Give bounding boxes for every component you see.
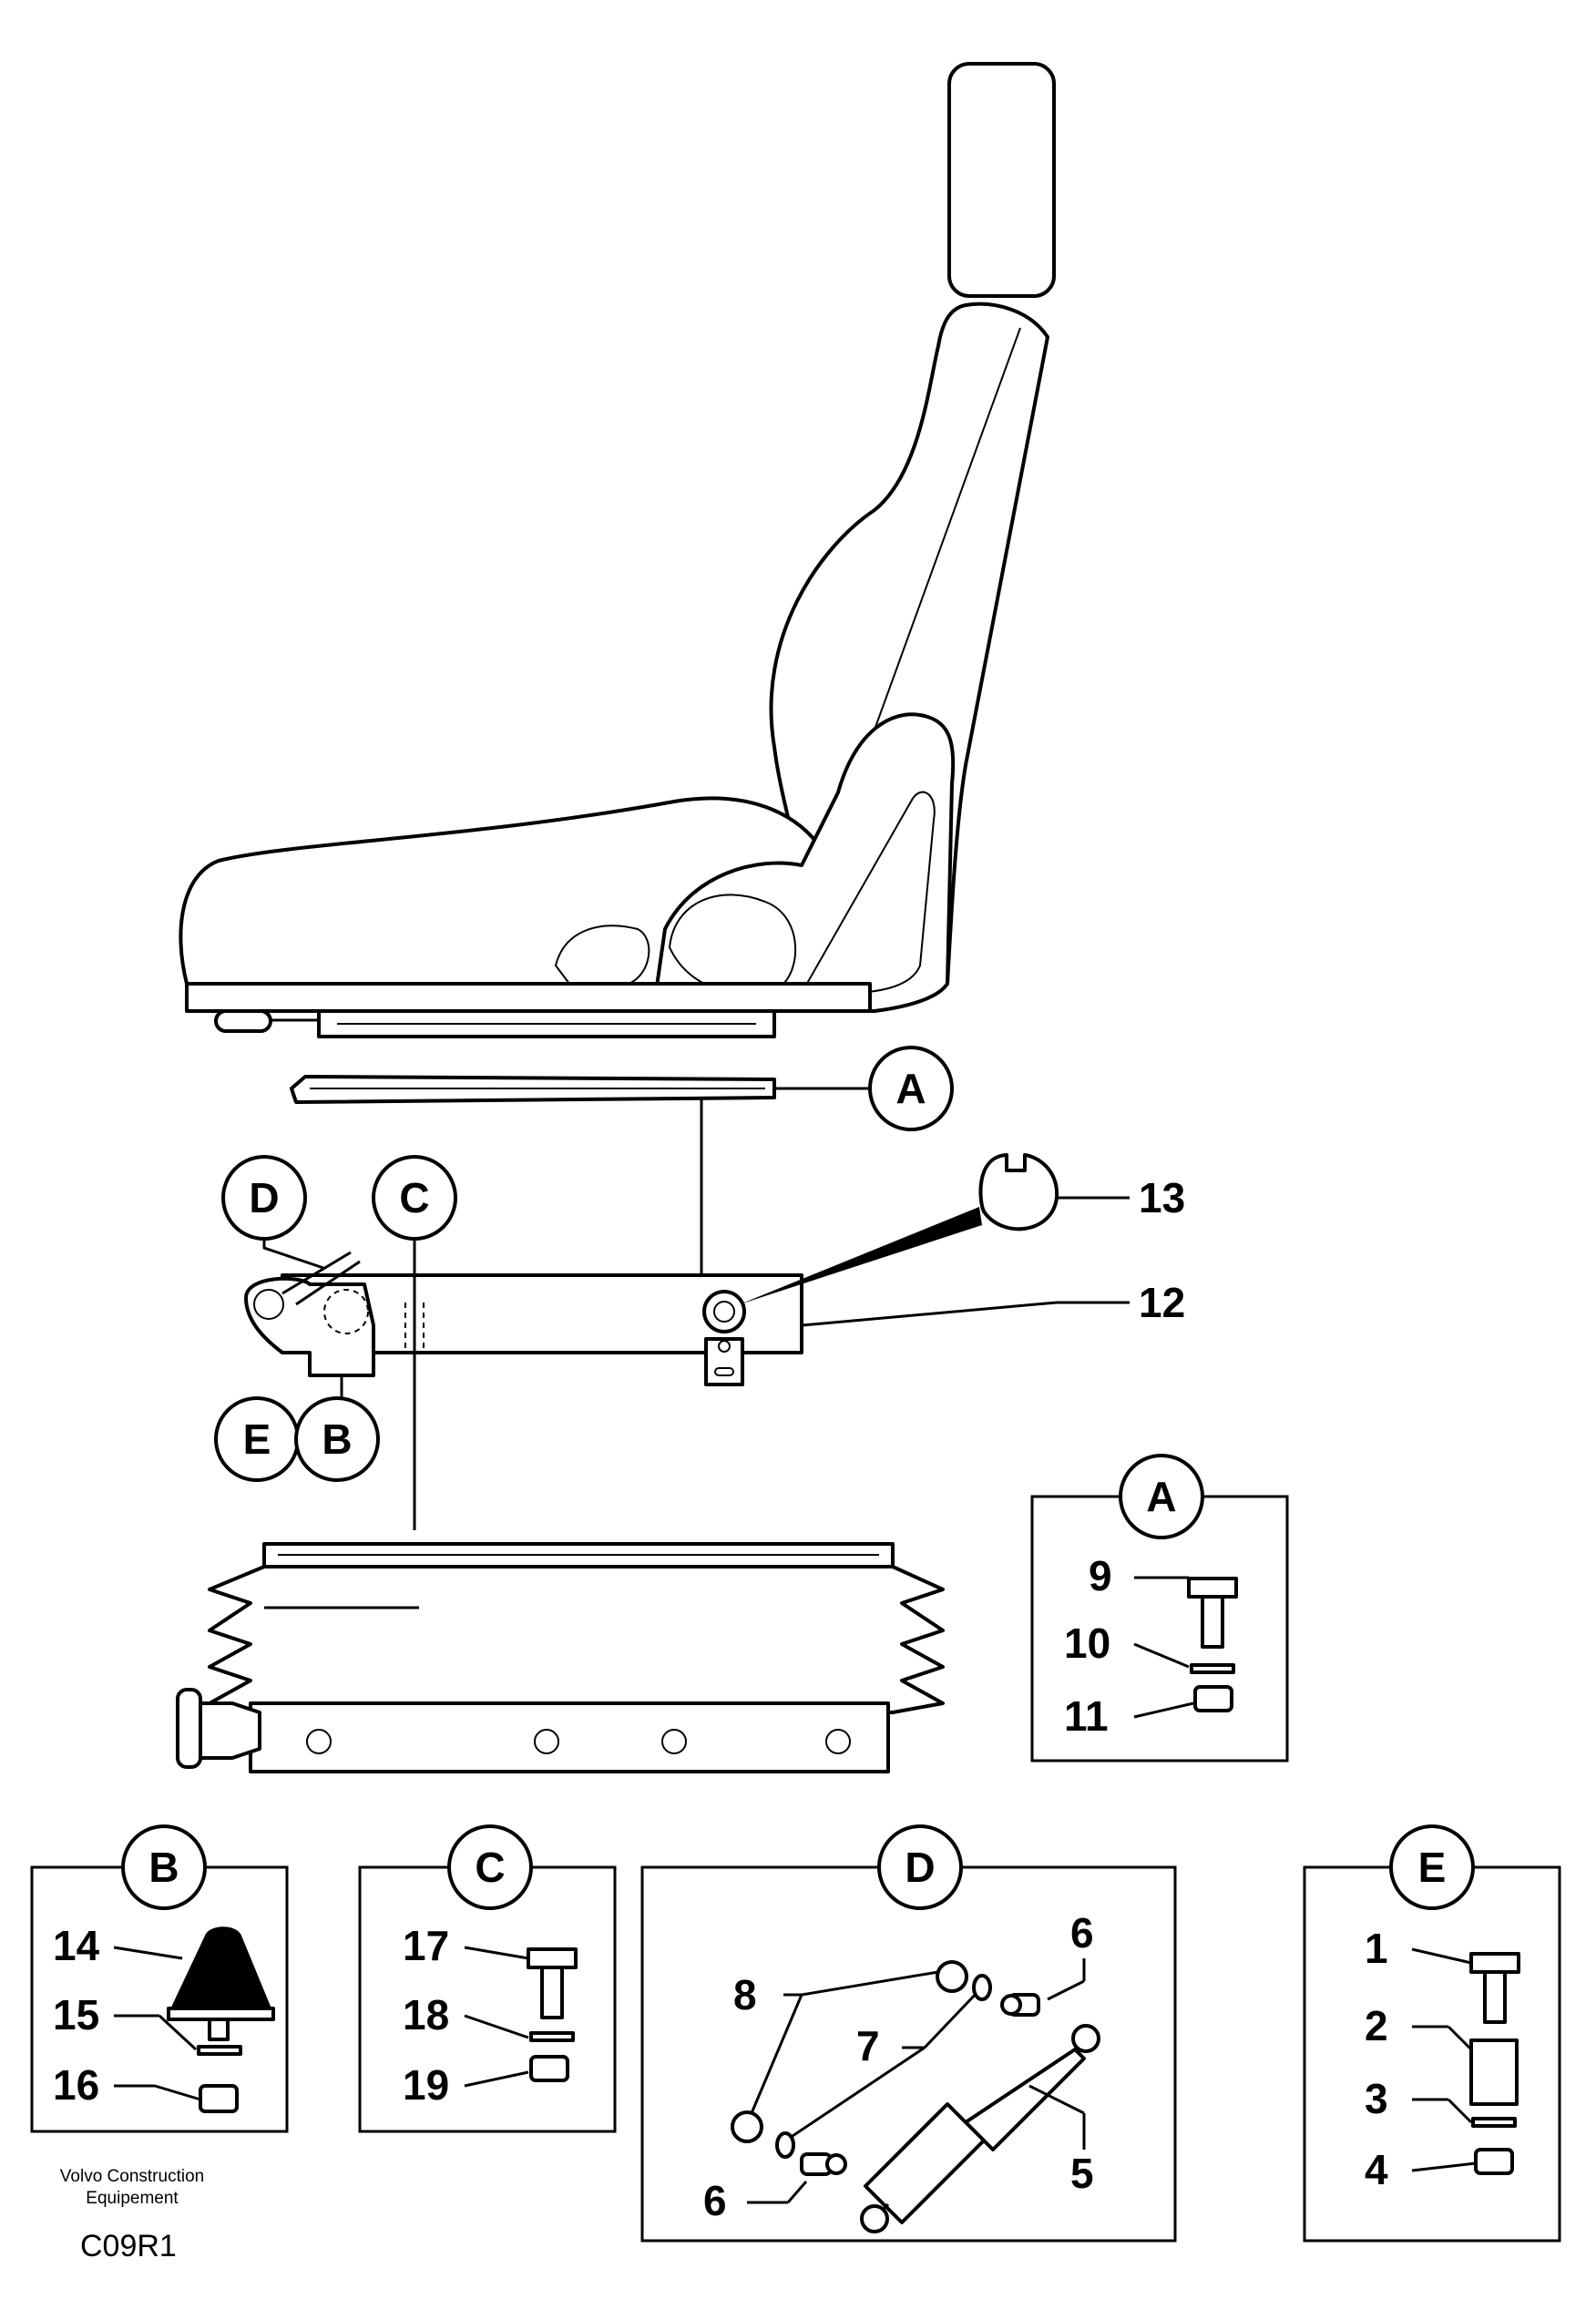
label-16: 16 bbox=[53, 2061, 99, 2109]
nut-4 bbox=[1474, 2148, 1514, 2175]
callout-a-main bbox=[868, 1046, 954, 1131]
bolt-9 bbox=[1187, 1577, 1238, 1649]
label-17: 17 bbox=[403, 1922, 449, 1969]
label-8: 8 bbox=[733, 1971, 757, 2018]
washer-15 bbox=[197, 2045, 242, 2056]
label-1: 1 bbox=[1365, 1925, 1388, 1972]
brand-line-2: Equipement bbox=[86, 2189, 179, 2208]
washer-10 bbox=[1190, 1663, 1235, 1674]
label-4: 4 bbox=[1365, 2146, 1388, 2193]
detail-b-callout bbox=[121, 1824, 207, 1910]
brand-line-1: Volvo Construction bbox=[60, 2167, 204, 2186]
nut-11 bbox=[1193, 1685, 1233, 1712]
label-19: 19 bbox=[403, 2061, 449, 2109]
detail-b-box: B 14 15 16 bbox=[30, 1824, 289, 2133]
ring-13 bbox=[978, 1153, 1059, 1231]
ball-stud-6-bottom bbox=[800, 2152, 847, 2176]
drawing-code: C09R1 bbox=[80, 2229, 177, 2263]
detail-a-callout bbox=[1119, 1454, 1204, 1539]
callout-a-main-label: A bbox=[895, 1065, 926, 1112]
nut-16 bbox=[199, 2084, 239, 2113]
detail-e-callout bbox=[1389, 1824, 1475, 1910]
washer-18 bbox=[529, 2031, 575, 2042]
detail-d-box: D 8 7 6 6 bbox=[640, 1824, 1177, 2243]
rail-assembly: A D C 13 12 E B bbox=[214, 1046, 1185, 1530]
detail-a-box: A 9 10 11 bbox=[1030, 1454, 1289, 1763]
label-3: 3 bbox=[1365, 2075, 1388, 2122]
detail-a-title: A bbox=[1146, 1473, 1176, 1520]
label-10: 10 bbox=[1064, 1620, 1110, 1667]
label-14: 14 bbox=[53, 1922, 100, 1969]
adjuster-knob bbox=[199, 1701, 261, 1760]
footer: Volvo Construction Equipement C09R1 bbox=[60, 2167, 204, 2263]
label-2: 2 bbox=[1365, 2002, 1388, 2049]
bolt-1 bbox=[1469, 1952, 1520, 2024]
washer-7-top bbox=[972, 1974, 992, 2001]
seat-illustration bbox=[179, 62, 1056, 1038]
nut-8-top bbox=[936, 1960, 968, 1993]
callout-c-main-label: C bbox=[399, 1174, 429, 1221]
label-15: 15 bbox=[53, 1991, 99, 2038]
label-11: 11 bbox=[1064, 1692, 1109, 1740]
label-6-bottom: 6 bbox=[703, 2177, 727, 2224]
detail-e-title: E bbox=[1418, 1844, 1447, 1891]
side-bracket bbox=[654, 712, 956, 1013]
label-18: 18 bbox=[403, 1991, 449, 2038]
label-5: 5 bbox=[1070, 2150, 1094, 2197]
washer-3 bbox=[1471, 2117, 1517, 2128]
callout-e-main-label: E bbox=[243, 1415, 271, 1463]
nut-8-bottom bbox=[731, 2110, 763, 2143]
washer-7-bottom bbox=[775, 2131, 795, 2159]
label-13: 13 bbox=[1139, 1174, 1185, 1221]
callout-b-main bbox=[294, 1396, 380, 1482]
detail-c-callout bbox=[447, 1824, 533, 1910]
detail-e-box: E 1 2 3 4 bbox=[1303, 1824, 1561, 2243]
base-plate bbox=[249, 1701, 890, 1773]
handle-grip bbox=[214, 1009, 272, 1033]
detail-d-title: D bbox=[905, 1844, 935, 1891]
bellows bbox=[208, 1565, 945, 1714]
ball-stud-6-top bbox=[1000, 1993, 1040, 2017]
rubber-mount-14 bbox=[169, 1926, 273, 2013]
detail-c-title: C bbox=[475, 1844, 505, 1891]
gas-spring-5 bbox=[860, 2024, 1100, 2233]
label-9: 9 bbox=[1089, 1552, 1112, 1599]
spacer-2 bbox=[1469, 2038, 1519, 2106]
nut-19 bbox=[529, 2055, 569, 2082]
bolt-17 bbox=[527, 1947, 578, 2019]
headrest bbox=[947, 62, 1056, 298]
callout-b-main-label: B bbox=[322, 1415, 352, 1463]
detail-b-title: B bbox=[148, 1844, 179, 1891]
suspension-base bbox=[176, 1542, 945, 1773]
detail-d-callout bbox=[877, 1824, 963, 1910]
label-6-top: 6 bbox=[1070, 1909, 1094, 1957]
label-7: 7 bbox=[856, 2022, 880, 2069]
detail-c-box: C 17 18 19 bbox=[358, 1824, 617, 2133]
label-12: 12 bbox=[1139, 1279, 1185, 1326]
callout-d-main-label: D bbox=[249, 1174, 279, 1221]
